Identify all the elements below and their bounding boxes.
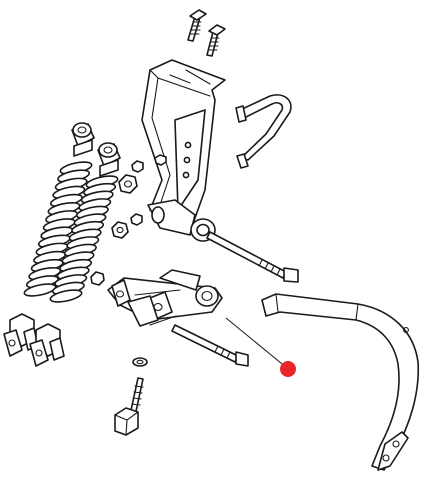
- nut-lower-small: [130, 213, 143, 226]
- nut-lower: [111, 221, 129, 239]
- nut-clevis: [90, 271, 105, 286]
- long-bolt-upper: [206, 231, 299, 283]
- nut-small-1: [131, 160, 144, 173]
- washer: [132, 357, 148, 367]
- shank: [261, 293, 420, 471]
- spring-coil: [49, 289, 83, 303]
- long-bolt-lower: [171, 324, 249, 367]
- spring-coil: [23, 283, 57, 297]
- highlight-marker: [280, 361, 296, 377]
- hex-head-bolt: [114, 377, 144, 436]
- bolt-top-right: [206, 24, 226, 57]
- u-bolt: [235, 94, 292, 169]
- mounting-bracket: [141, 59, 226, 242]
- spring-end-clevis-right: [29, 323, 65, 367]
- pivot-arm: [107, 269, 223, 327]
- nut-small-2: [154, 154, 167, 166]
- spring-eye-right: [97, 142, 121, 177]
- spring-eye-left: [71, 122, 95, 157]
- bolt-top-left: [187, 9, 207, 42]
- coil-spring-right: [49, 175, 119, 303]
- leader-line: [225, 317, 288, 369]
- nut-upper: [118, 174, 138, 194]
